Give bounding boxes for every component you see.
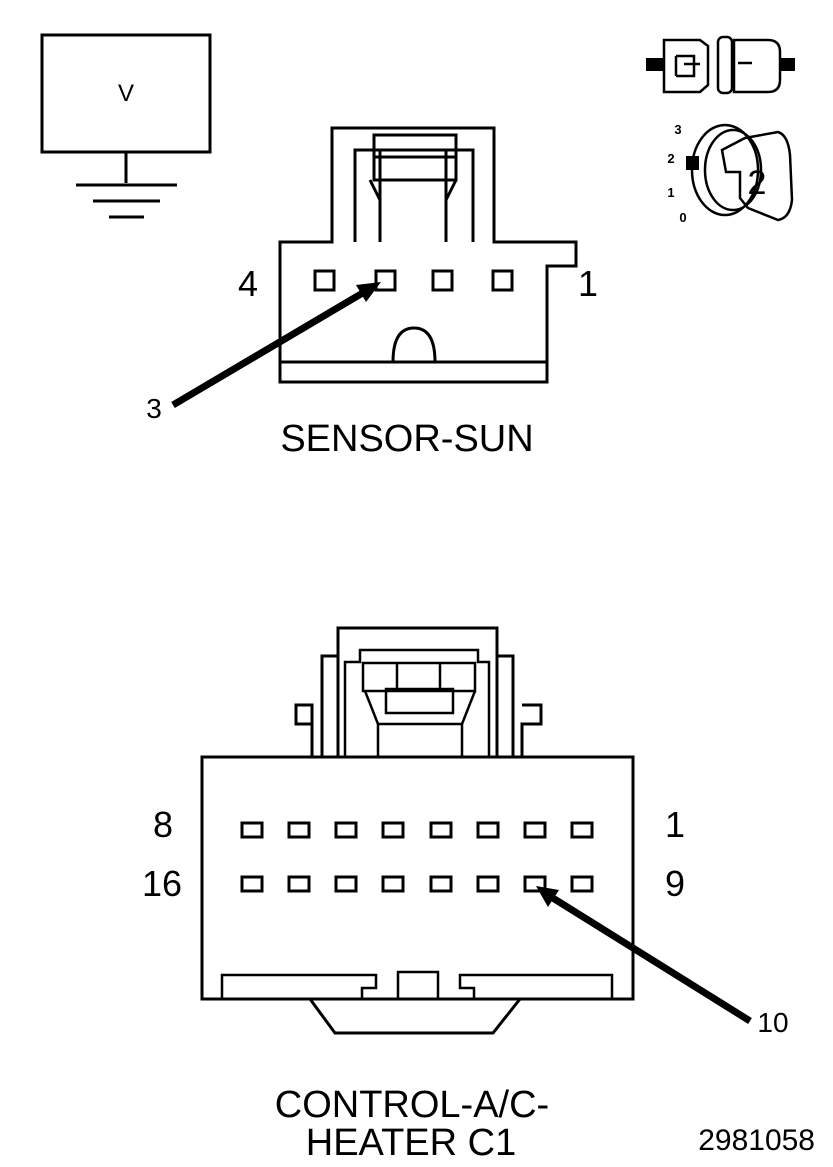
control-callout-pin: 10 [757, 1007, 788, 1038]
sensor-left-pin-label: 4 [238, 263, 258, 304]
sensor-pin-4 [313, 269, 336, 292]
figure-id: 2981058 [698, 1124, 815, 1157]
sensor-pin-3 [374, 269, 397, 292]
control-top-left-label: 8 [153, 804, 173, 845]
connector-disconnect-icon [646, 35, 795, 95]
control-connector-title-line2: HEATER C1 [306, 1122, 516, 1164]
sensor-sun-connector [171, 126, 578, 409]
key-position-2: 2 [667, 151, 674, 166]
control-top-right-label: 1 [665, 804, 685, 845]
key-position-1: 1 [667, 185, 674, 200]
key-step-number: 2 [748, 164, 767, 202]
voltmeter-symbol: V [118, 80, 134, 107]
control-heater-connector [200, 626, 752, 1035]
control-pin-row-bottom [240, 875, 594, 893]
key-position-3: 3 [674, 122, 681, 137]
control-connector-title-line1: CONTROL-A/C- [275, 1084, 549, 1126]
key-position-0: 0 [679, 210, 686, 225]
sensor-pin-2 [431, 269, 454, 292]
sensor-connector-title: SENSOR-SUN [280, 418, 533, 460]
sensor-pin-1 [491, 269, 514, 292]
ignition-key-icon [686, 123, 794, 222]
sensor-right-pin-label: 1 [578, 263, 598, 304]
sensor-callout-pin: 3 [146, 393, 162, 424]
voltmeter-icon [40, 33, 212, 219]
control-pin-row-top [240, 821, 594, 839]
control-bottom-left-label: 16 [142, 863, 182, 904]
control-bottom-right-label: 9 [665, 863, 685, 904]
